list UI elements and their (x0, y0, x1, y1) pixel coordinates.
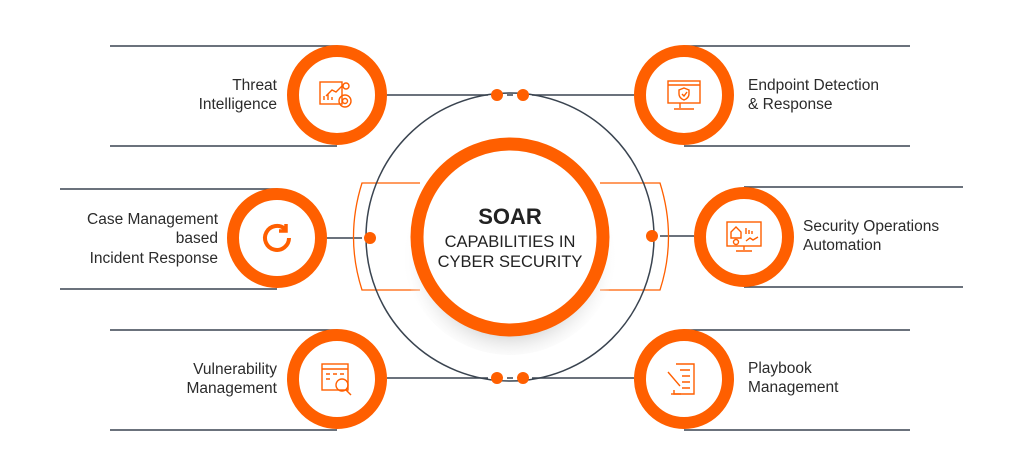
center-subtitle-line1: CAPABILITIES IN (445, 233, 576, 251)
monitor-shield-icon (667, 80, 701, 110)
code-search-icon (321, 363, 352, 396)
bracket-outline (352, 182, 670, 291)
center-title: SOAR (478, 204, 542, 229)
center-ring (410, 137, 610, 337)
refresh-icon (263, 223, 291, 252)
checklist-pen-icon (667, 363, 695, 395)
connector-dots (364, 89, 658, 384)
label-endpoint-detection: Endpoint Detection& Response (748, 77, 879, 113)
analytics-target-icon (319, 81, 352, 108)
dashboard-monitor-icon (726, 221, 762, 252)
center-subtitle-line2: CYBER SECURITY (438, 253, 583, 271)
connector-lines (60, 45, 963, 431)
